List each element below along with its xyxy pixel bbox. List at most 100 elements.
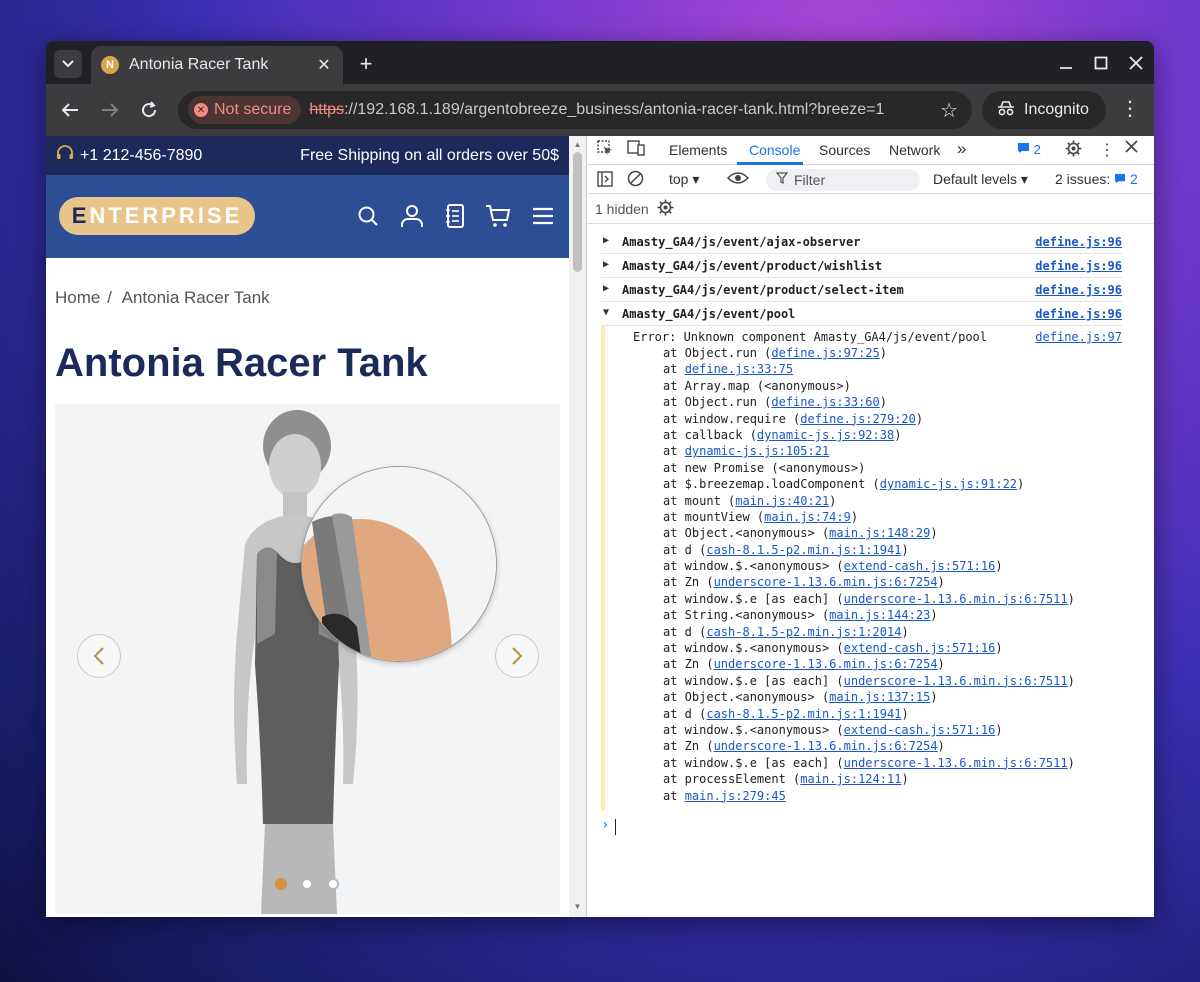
stack-link[interactable]: underscore-1.13.6.min.js:6:7254 (713, 657, 938, 672)
zoom-detail-image (302, 467, 496, 661)
devtools-close-icon[interactable] (1125, 140, 1138, 157)
tab-network[interactable]: Network (889, 142, 941, 158)
reload-icon[interactable] (135, 96, 163, 124)
stack-link[interactable]: extend-cash.js:571:16 (843, 722, 996, 737)
stack-link[interactable]: dynamic-js.js:91:22 (879, 477, 1018, 492)
error-source-link[interactable]: define.js:97 (1035, 330, 1122, 344)
account-icon[interactable] (399, 203, 425, 229)
gallery-dot[interactable] (275, 878, 287, 890)
console-message-source[interactable]: define.js:96 (1035, 259, 1122, 273)
stack-link[interactable]: main.js:137:15 (829, 690, 931, 705)
stack-link[interactable]: cash-8.1.5-p2.min.js:1:1941 (706, 706, 902, 721)
console-message[interactable]: ▶ Amasty_GA4/js/event/product/select-ite… (601, 278, 1122, 302)
zoom-lens (301, 466, 497, 662)
url-text: ://192.168.1.189/argentobreeze_business/… (344, 101, 885, 118)
stack-link[interactable]: underscore-1.13.6.min.js:6:7511 (843, 755, 1068, 770)
issues-counter[interactable]: 2 issues: 2 (1055, 171, 1138, 187)
issues-badge[interactable]: 2 (1017, 142, 1041, 157)
settings-gear-icon[interactable] (1065, 140, 1082, 161)
back-arrow-icon[interactable] (56, 96, 84, 124)
tab-active[interactable]: N Antonia Racer Tank ✕ (91, 46, 343, 84)
console-filter-input[interactable]: Filter (766, 169, 920, 191)
breadcrumb-home[interactable]: Home (55, 288, 101, 307)
stack-link[interactable]: underscore-1.13.6.min.js:6:7254 (713, 575, 938, 590)
console-message-source[interactable]: define.js:96 (1035, 235, 1122, 249)
search-icon[interactable] (355, 203, 381, 229)
stack-link[interactable]: main.js:74:9 (764, 509, 851, 524)
stack-link[interactable]: underscore-1.13.6.min.js:6:7254 (713, 739, 938, 754)
stack-link[interactable]: main.js:279:45 (684, 788, 786, 803)
context-select[interactable]: top ▾ (669, 171, 700, 187)
stack-link[interactable]: cash-8.1.5-p2.min.js:1:1941 (706, 542, 902, 557)
maximize-icon[interactable] (1089, 51, 1113, 75)
live-expression-eye-icon[interactable] (726, 171, 750, 189)
stack-link[interactable]: underscore-1.13.6.min.js:6:7511 (843, 591, 1068, 606)
expand-triangle-icon[interactable]: ▶ (603, 259, 610, 270)
console-message[interactable]: ▶ Amasty_GA4/js/event/product/wishlist d… (601, 254, 1122, 278)
sidebar-toggle-icon[interactable] (597, 171, 613, 191)
stack-link[interactable]: main.js:124:11 (800, 772, 902, 787)
gallery-next-button[interactable] (495, 634, 539, 678)
forward-arrow-icon[interactable] (96, 96, 124, 124)
device-toolbar-icon[interactable] (627, 140, 645, 160)
stack-link[interactable]: cash-8.1.5-p2.min.js:1:2014 (706, 624, 902, 639)
scroll-down-icon[interactable]: ▼ (573, 902, 582, 911)
stack-link[interactable]: extend-cash.js:571:16 (843, 641, 996, 656)
page-scrollbar[interactable]: ▲ ▼ (569, 136, 586, 917)
stack-link[interactable]: define.js:97:25 (771, 346, 880, 360)
notebook-icon[interactable] (442, 203, 468, 229)
stack-frame: at window.$.e [as each] (underscore-1.13… (663, 673, 1075, 688)
log-levels-select[interactable]: Default levels ▾ (933, 171, 1028, 187)
window-close-icon[interactable] (1124, 51, 1148, 75)
stack-link[interactable]: underscore-1.13.6.min.js:6:7511 (843, 673, 1068, 688)
browser-menu-icon[interactable]: ⋮ (1120, 98, 1140, 120)
stack-link[interactable]: define.js:33:75 (684, 362, 794, 377)
gallery-dot[interactable] (327, 878, 339, 890)
tab-search-button[interactable] (54, 50, 82, 78)
gallery-dot[interactable] (301, 878, 313, 890)
console-message-source[interactable]: define.js:96 (1035, 307, 1122, 321)
console-settings-icon[interactable] (657, 199, 674, 221)
stack-link[interactable]: main.js:148:29 (829, 526, 931, 541)
gallery-prev-button[interactable] (77, 634, 121, 678)
stack-link[interactable]: dynamic-js.js:105:21 (684, 444, 830, 459)
minimize-icon[interactable] (1054, 51, 1078, 75)
error-message: Error: Unknown component Amasty_GA4/js/e… (633, 330, 988, 344)
stack-link[interactable]: main.js:144:23 (829, 608, 931, 623)
bookmark-star-icon[interactable]: ☆ (940, 100, 958, 122)
console-message-source[interactable]: define.js:96 (1035, 283, 1122, 297)
clear-console-icon[interactable] (627, 170, 644, 191)
stack-link[interactable]: main.js:40:21 (735, 493, 830, 508)
tab-sources[interactable]: Sources (819, 142, 871, 158)
console-message-expanded[interactable]: ▼ Amasty_GA4/js/event/pool define.js:96 (601, 302, 1122, 326)
inspect-element-icon[interactable] (597, 140, 613, 160)
scrollbar-thumb[interactable] (573, 152, 582, 272)
stack-link[interactable]: dynamic-js.js:92:38 (756, 427, 895, 442)
product-gallery[interactable] (55, 404, 560, 914)
more-tabs-icon[interactable]: » (957, 139, 967, 158)
collapse-triangle-icon[interactable]: ▼ (603, 307, 610, 318)
scroll-up-icon[interactable]: ▲ (573, 140, 582, 149)
tab-elements[interactable]: Elements (669, 142, 728, 158)
stack-frame: at window.$.<anonymous> (extend-cash.js:… (663, 641, 1003, 656)
expand-triangle-icon[interactable]: ▶ (603, 235, 610, 246)
stack-link[interactable]: define.js:33:60 (771, 395, 880, 410)
expand-triangle-icon[interactable]: ▶ (603, 283, 610, 294)
address-bar[interactable]: ✕ Not secure https://192.168.1.189/argen… (178, 91, 972, 129)
console-message[interactable]: ▶ Amasty_GA4/js/event/ajax-observer defi… (601, 230, 1122, 254)
tab-close-icon[interactable]: ✕ (317, 57, 331, 74)
cart-icon[interactable] (485, 203, 511, 229)
stack-link[interactable]: extend-cash.js:571:16 (843, 559, 996, 574)
console-prompt[interactable]: › (601, 815, 1154, 839)
devtools-menu-icon[interactable]: ⋮ (1099, 142, 1115, 159)
incognito-indicator[interactable]: Incognito (982, 91, 1106, 129)
stack-link[interactable]: define.js:279:20 (800, 411, 916, 426)
security-chip[interactable]: ✕ Not secure (188, 96, 302, 124)
devtools-panel: Elements Console Sources Network » 2 ⋮ (586, 136, 1154, 917)
new-tab-button[interactable]: + (359, 51, 373, 76)
site-phone[interactable]: +1 212-456-7890 (80, 146, 203, 164)
tab-console[interactable]: Console (749, 142, 801, 158)
hamburger-menu-icon[interactable] (530, 203, 556, 229)
incognito-icon (996, 100, 1016, 121)
